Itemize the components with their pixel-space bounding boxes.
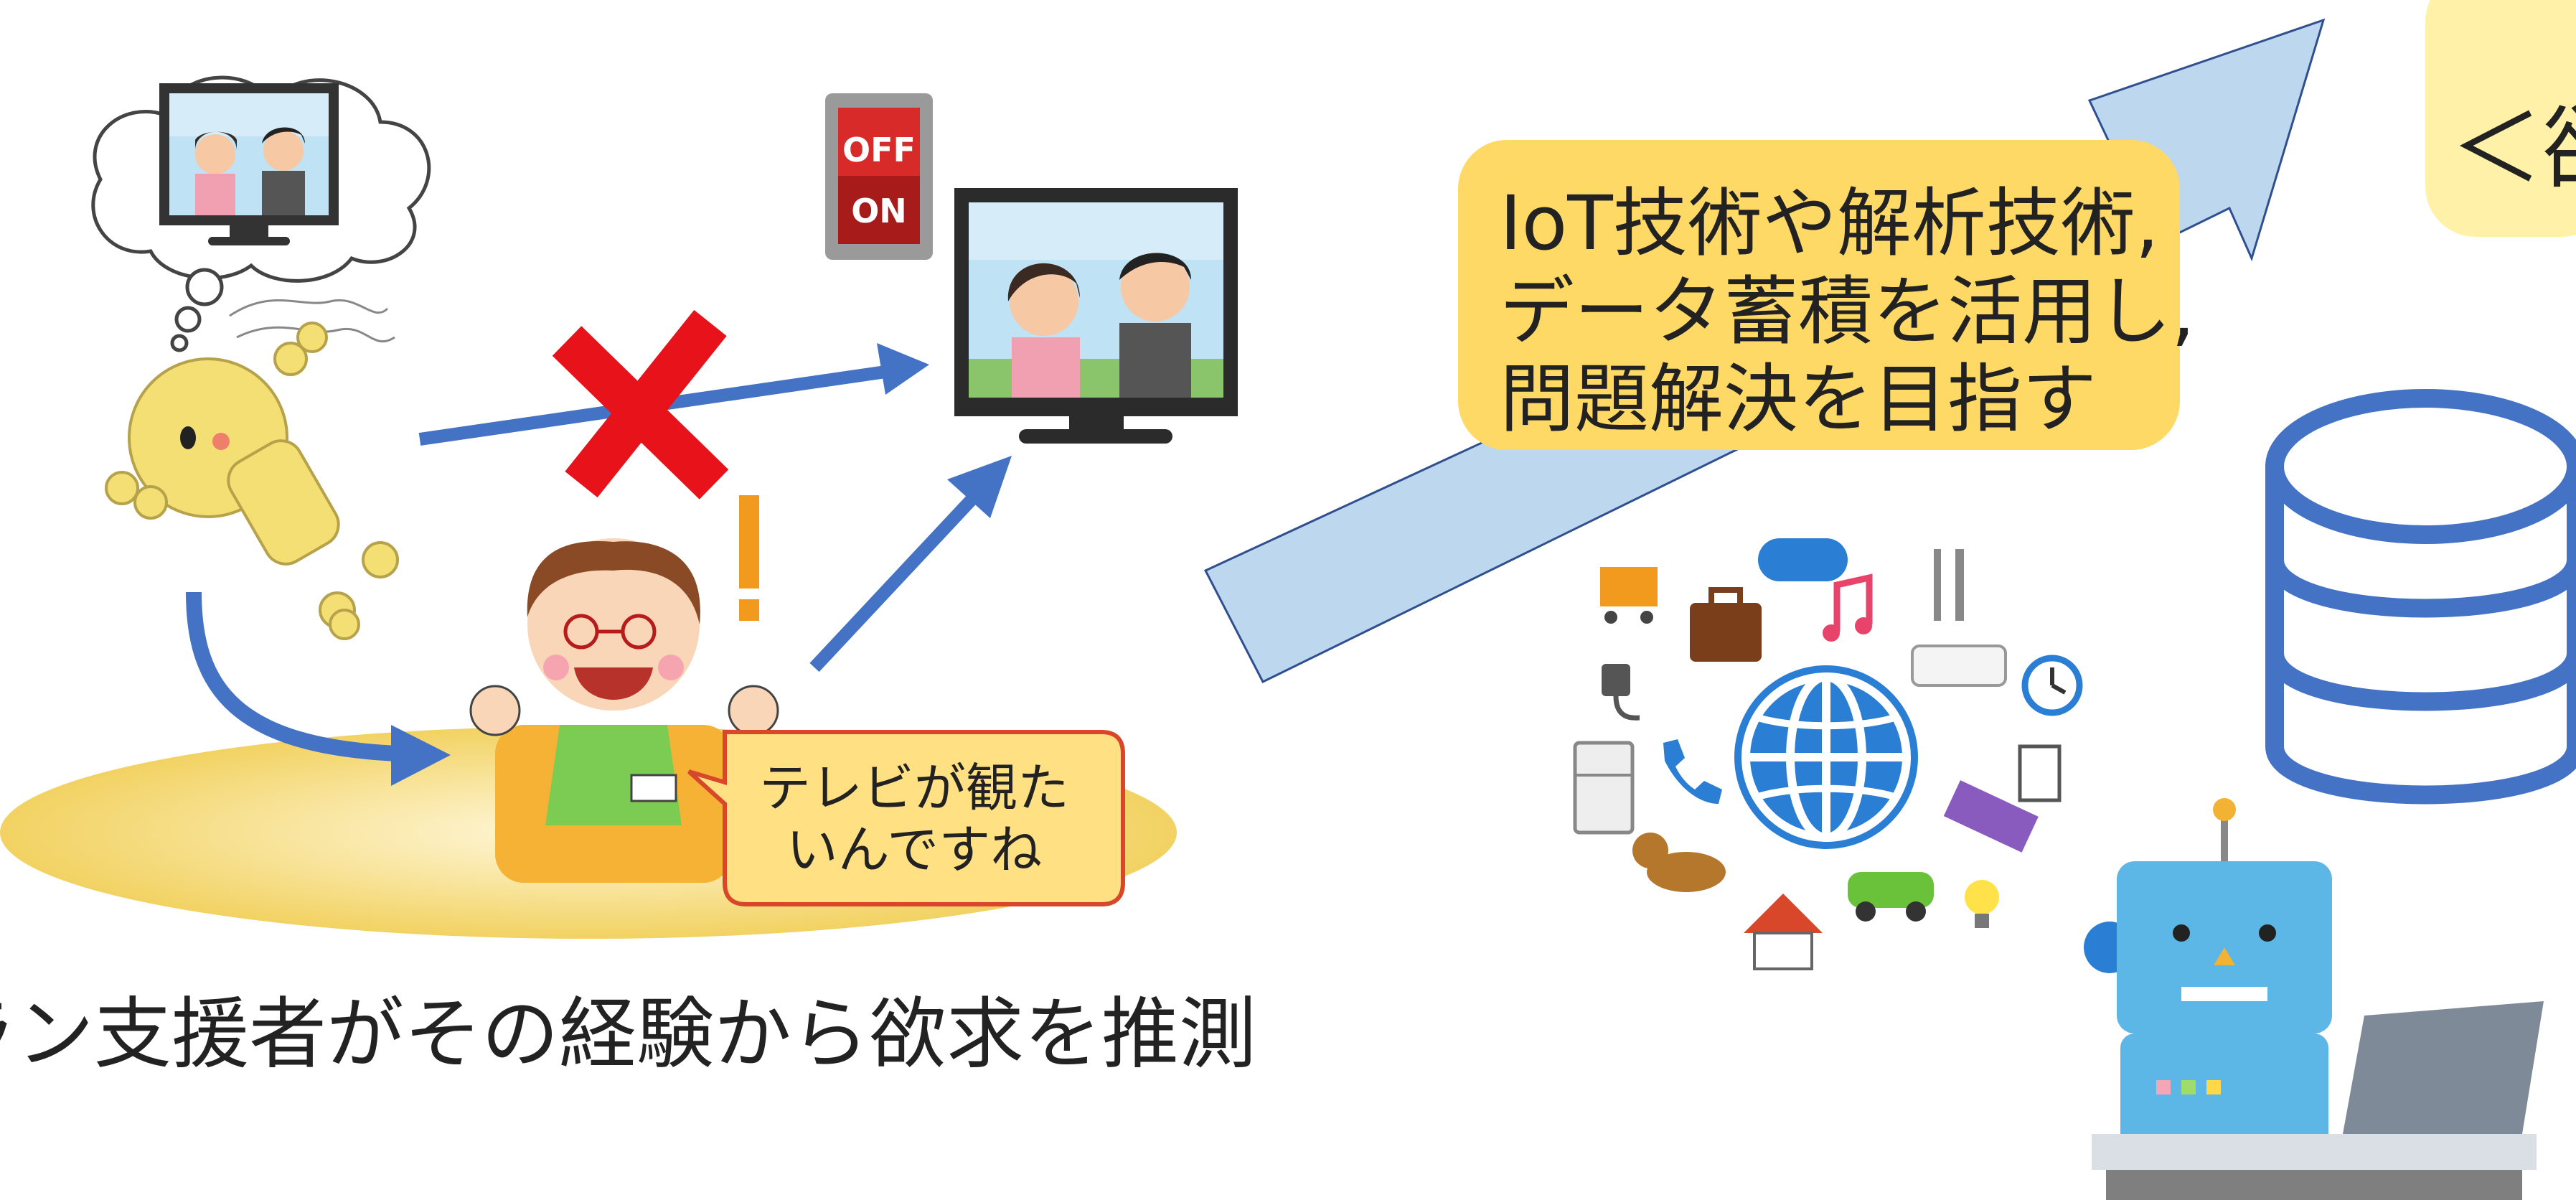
speech-line-1: テレビが観た	[758, 758, 1069, 818]
laptop-icon	[2092, 1001, 2544, 1200]
arrow-down-curve-head	[391, 725, 451, 786]
top-right-box	[2425, 0, 2576, 237]
bottom-caption: ラン支援者がその経験から欲求を推測	[0, 990, 1257, 1079]
caregiver-icon	[469, 538, 779, 883]
document-icon	[2018, 744, 2062, 802]
music-note-icon	[1823, 573, 1873, 642]
arrow-direct-head	[877, 343, 929, 395]
top-right-box-text: ＜欲	[2450, 95, 2576, 202]
phone-icon	[1663, 739, 1722, 804]
exclamation-icon	[739, 495, 759, 621]
arrow-down-curve	[186, 591, 399, 761]
clock-icon	[2021, 655, 2083, 716]
speech-bubble-text: テレビが観た いんですね	[735, 757, 1094, 881]
refrigerator-icon	[1573, 741, 1635, 835]
iot-line-1: IoT技術や解析技術,	[1500, 179, 2159, 267]
light-switch-icon: OFF ON	[825, 93, 933, 260]
keyboard-icon	[1943, 780, 2039, 853]
arrow-up	[809, 494, 977, 672]
iot-box-text: IoT技術や解析技術, データ蓄積を活用し, 問題解決を目指す	[1500, 179, 2195, 444]
car-icon	[1848, 872, 1934, 922]
dog-icon	[1632, 833, 1726, 892]
database-icon	[2265, 389, 2576, 805]
tv-icon	[159, 83, 339, 245]
suitcase-icon	[1690, 587, 1762, 662]
speech-line-2: いんですね	[786, 820, 1043, 881]
globe-icon	[1734, 665, 1918, 849]
switch-off-label: OFF	[842, 131, 916, 169]
cross-mark-icon	[552, 309, 729, 500]
robot-icon	[2084, 798, 2332, 1184]
fork-knife-icon	[1934, 549, 1964, 621]
arrow-up-head	[947, 456, 1012, 518]
tv-icon	[954, 188, 1238, 444]
switch-on-label: ON	[851, 192, 907, 230]
house-icon	[1744, 894, 1823, 970]
gamepad-icon	[1758, 538, 1848, 581]
air-conditioner-icon	[1911, 644, 2007, 687]
iot-box	[1458, 140, 2180, 450]
speech-bubble	[687, 730, 1125, 906]
light-bulb-icon	[1965, 880, 1999, 928]
iot-line-2: データ蓄積を活用し,	[1500, 267, 2196, 355]
iot-line-3: 問題解決を目指す	[1500, 355, 2097, 444]
puppet-figure-icon	[105, 299, 399, 640]
plug-icon	[1602, 664, 1640, 721]
shopping-cart-icon	[1600, 567, 1658, 624]
